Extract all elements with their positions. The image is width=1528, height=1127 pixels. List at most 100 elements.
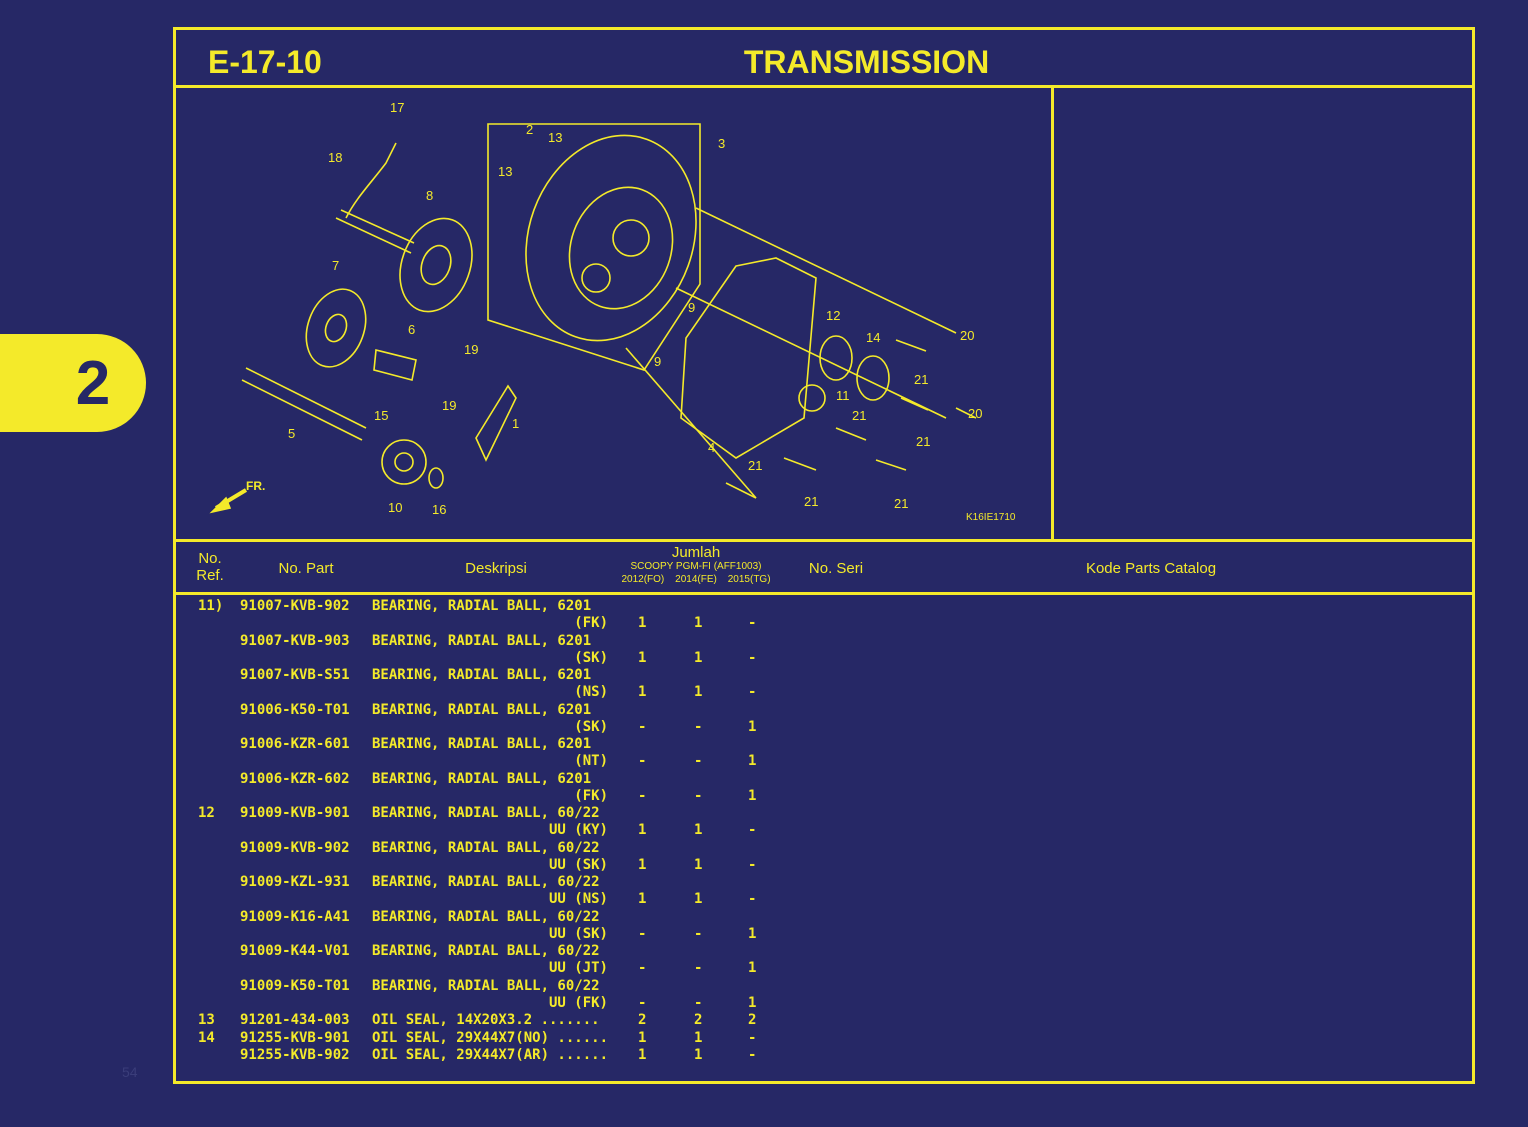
callout-21: 21 (894, 496, 908, 511)
part-description: BEARING, RADIAL BALL, 6201 (372, 770, 592, 787)
quantity: 1 (638, 684, 647, 700)
part-number: 91007-KVB-902 (240, 598, 350, 614)
callout-13: 13 (548, 130, 562, 145)
part-number: 91009-KVB-902 (240, 839, 350, 856)
seal-16 (428, 467, 444, 489)
quantity: - (748, 684, 757, 700)
part-number: 91255-KVB-901 (240, 1029, 350, 1046)
quantity: - (748, 649, 757, 666)
callout-21: 21 (914, 372, 928, 387)
callout-3: 3 (718, 136, 725, 151)
section-tab[interactable]: 2 (0, 334, 146, 432)
bracket-1 (475, 384, 517, 462)
part-variant: (SK) (574, 718, 608, 735)
part-number: 91255-KVB-902 (240, 1047, 350, 1063)
quantity: 2 (638, 1012, 647, 1028)
part-variant: UU (JT) (548, 960, 608, 976)
callout-14: 14 (866, 330, 880, 345)
part-variant: (FK) (574, 787, 608, 804)
quantity: 1 (638, 1047, 647, 1063)
callout-17: 17 (390, 100, 404, 115)
callout-1: 1 (512, 416, 519, 431)
quantity: - (748, 891, 757, 907)
part-description: BEARING, RADIAL BALL, 6201 (372, 667, 592, 683)
bolt-20 (895, 339, 927, 352)
part-description: OIL SEAL, 29X44X7(AR) ...... (372, 1047, 609, 1063)
gear-7 (305, 288, 367, 368)
part-variant: UU (SK) (548, 925, 608, 942)
part-number: 91009-K50-T01 (240, 977, 350, 994)
quantity: 1 (748, 925, 757, 942)
callout-7: 7 (332, 258, 339, 273)
quantity: 1 (694, 1029, 703, 1046)
ref-number: 12 (198, 805, 215, 821)
part-description: OIL SEAL, 29X44X7(NO) ...... (372, 1029, 609, 1046)
part-number: 91006-KZR-602 (240, 770, 350, 787)
part-number: 91006-KZR-601 (240, 736, 350, 752)
transmission-case (525, 134, 697, 342)
quantity: - (694, 753, 703, 769)
bearing-11 (798, 384, 826, 412)
front-label: FR. (246, 479, 265, 493)
part-variant: UU (FK) (548, 994, 608, 1011)
quantity: 1 (638, 822, 647, 838)
callout-21: 21 (852, 408, 866, 423)
part-description: BEARING, RADIAL BALL, 6201 (372, 701, 592, 718)
part-variant: UU (KY) (548, 822, 608, 838)
part-description: OIL SEAL, 14X20X3.2 ....... (372, 1012, 600, 1028)
callout-2: 2 (526, 122, 533, 137)
gear-6 (373, 348, 417, 381)
callout-21: 21 (804, 494, 818, 509)
quantity: 1 (694, 856, 703, 873)
sheet-header: E-17-10 TRANSMISSION (176, 30, 1472, 88)
part-description: BEARING, RADIAL BALL, 60/22 (372, 977, 600, 994)
callout-9: 9 (688, 300, 695, 315)
quantity: 2 (748, 1012, 757, 1028)
quantity: - (748, 615, 757, 631)
quantity: - (694, 787, 703, 804)
callout-6: 6 (408, 322, 415, 337)
quantity: 1 (694, 891, 703, 907)
col-no-part: No. Part (278, 560, 334, 577)
part-number: 91007-KVB-903 (240, 632, 350, 649)
part-number: 91009-K44-V01 (240, 943, 350, 959)
callout-4: 4 (708, 440, 715, 455)
callout-5: 5 (288, 426, 295, 441)
part-variant: (SK) (574, 649, 608, 666)
quantity: - (748, 856, 757, 873)
bolt-20b (955, 407, 977, 419)
quantity: 1 (748, 994, 757, 1011)
quantity: 1 (694, 822, 703, 838)
quantity: - (638, 753, 647, 769)
part-variant: UU (SK) (548, 856, 608, 873)
part-description: BEARING, RADIAL BALL, 60/22 (372, 839, 600, 856)
figure-code: K16IE1710 (966, 512, 1016, 523)
bearing-10 (381, 439, 427, 485)
quantity: - (748, 1029, 757, 1046)
quantity: - (638, 925, 647, 942)
quantity: 1 (694, 615, 703, 631)
quantity: - (638, 787, 647, 804)
callout-10: 10 (388, 500, 402, 515)
quantity: 1 (638, 1029, 647, 1046)
callout-21: 21 (748, 458, 762, 473)
seal-14 (856, 355, 890, 401)
callout-16: 16 (432, 502, 446, 517)
ref-number: 13 (198, 1012, 215, 1028)
col-deskripsi: Deskripsi (465, 560, 527, 577)
quantity: 1 (748, 718, 757, 735)
gear-8 (399, 217, 473, 313)
quantity: 1 (638, 615, 647, 631)
quantity: 1 (694, 1047, 703, 1063)
ref-number: 14 (198, 1029, 215, 1046)
part-description: BEARING, RADIAL BALL, 60/22 (372, 805, 600, 821)
callout-19: 19 (464, 342, 478, 357)
breather-pipe-18 (345, 142, 397, 219)
part-variant: (NT) (574, 753, 608, 769)
quantity: - (638, 718, 647, 735)
callout-19: 19 (442, 398, 456, 413)
table-header: No.Ref. No. Part Deskripsi Jumlah SCOOPY… (176, 539, 1472, 595)
section-code: E-17-10 (208, 44, 322, 80)
